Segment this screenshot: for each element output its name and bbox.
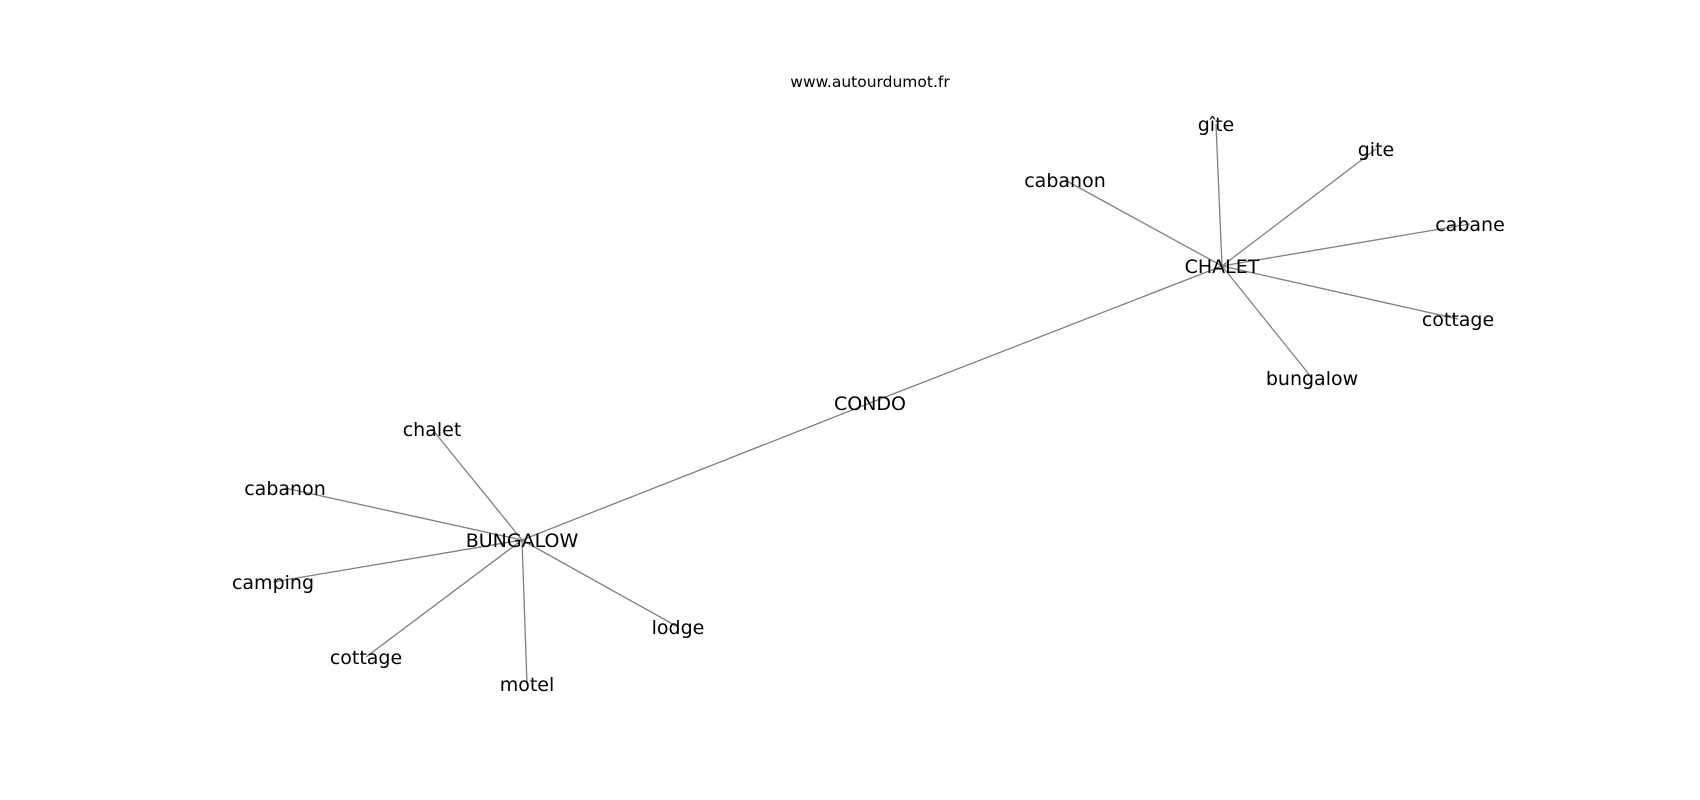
- node-label-condo: CONDO: [834, 393, 906, 415]
- node-label-gite-accent: gîte: [1198, 114, 1234, 136]
- node-label-chalet-hub: CHALET: [1185, 256, 1260, 278]
- nodes-layer: CONDO CHALET BUNGALOW gîte gite cabanon cabane…: [232, 114, 1505, 696]
- node-label-cottage-1: cottage: [1422, 309, 1494, 331]
- node-label-cabane: cabane: [1435, 214, 1505, 236]
- edge-bungalow-hub-lodge: [521, 539, 679, 628]
- edge-chalet-hub-cabane: [1221, 223, 1471, 267]
- edge-chalet-hub-bungalow: [1221, 265, 1313, 379]
- edge-chalet-hub-gite-accent: [1215, 123, 1223, 267]
- node-label-lodge: lodge: [652, 617, 705, 639]
- node-label-cabanon-1: cabanon: [1024, 170, 1106, 192]
- node-label-gite: gite: [1358, 139, 1394, 161]
- node-label-bungalow-hub: BUNGALOW: [466, 530, 579, 552]
- edge-bungalow-hub-chalet: [431, 428, 523, 541]
- edges-layer: [272, 123, 1471, 685]
- edge-chalet-hub-gite: [1221, 148, 1377, 267]
- node-label-chalet: chalet: [403, 419, 462, 441]
- node-label-cabanon-2: cabanon: [244, 478, 326, 500]
- node-label-cottage-2: cottage: [330, 647, 402, 669]
- node-label-bungalow: bungalow: [1266, 368, 1358, 390]
- edge-bungalow-hub-camping: [272, 539, 523, 583]
- watermark-text: www.autourdumot.fr: [790, 73, 950, 91]
- edge-bungalow-hub-cottage-2: [365, 539, 523, 658]
- edge-condo-bungalow-hub: [521, 402, 871, 541]
- node-label-camping: camping: [232, 572, 314, 594]
- edge-chalet-hub-cottage-1: [1221, 265, 1459, 320]
- node-label-motel: motel: [500, 674, 555, 696]
- edge-chalet-hub-cabanon-1: [1064, 179, 1223, 267]
- edge-condo-chalet-hub: [869, 265, 1223, 404]
- edge-bungalow-hub-cabanon-2: [284, 487, 523, 541]
- edge-bungalow-hub-motel: [521, 539, 528, 685]
